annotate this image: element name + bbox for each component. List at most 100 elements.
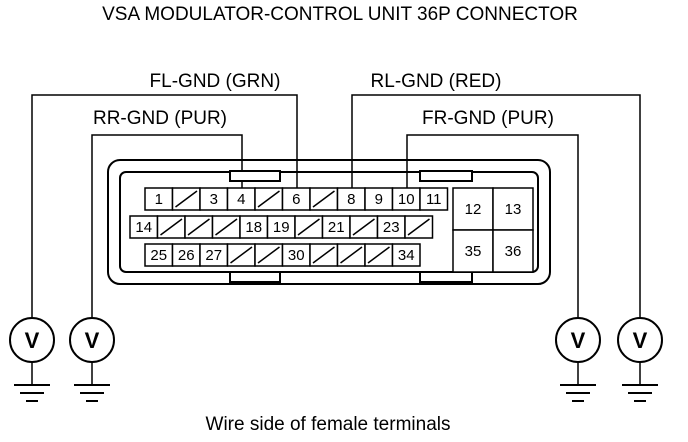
lock-tab-bottom-right [419,271,473,283]
blank-terminal-slash [312,246,335,264]
terminal-number: 3 [210,191,218,208]
blank-terminal-slash [175,190,198,208]
terminal-number: 35 [465,243,482,260]
voltmeter-symbol: V [571,328,586,353]
terminal-27: 27 [199,243,229,267]
terminal-8: 8 [336,187,366,211]
ground-icon [560,384,596,402]
connector-right-block: 12 13 35 36 [452,187,534,273]
terminal-number: 8 [347,191,355,208]
terminal-number: 25 [150,247,167,264]
voltmeter-fr: V [555,317,601,402]
blank-terminal-slash [187,218,210,236]
terminal-empty [211,215,241,239]
terminal-empty [336,243,366,267]
terminal-10: 10 [391,187,421,211]
terminal-empty [349,215,379,239]
blank-terminal-slash [312,190,335,208]
ground-icon [14,384,50,402]
terminal-empty [184,215,214,239]
lock-tab-top-right [419,170,473,182]
lock-tab-bottom-left [229,271,281,283]
terminal-number: 11 [426,191,442,208]
terminal-empty [226,243,256,267]
blank-terminal-slash [257,190,280,208]
voltmeter-fl: V [9,317,55,402]
terminal-number: 1 [155,191,163,208]
terminal-number: 6 [292,191,300,208]
diagram-title: VSA MODULATOR-CONTROL UNIT 36P CONNECTOR [102,4,578,25]
terminal-empty [156,215,186,239]
terminal-empty [309,187,339,211]
blank-terminal-slash [367,246,390,264]
terminal-number: 30 [288,247,305,264]
terminal-25: 25 [144,243,174,267]
voltmeter-symbol: V [25,328,40,353]
connector-row-1: 1 3 4 6 8 9 10 11 [144,187,449,211]
fr-gnd-label: FR-GND (PUR) [422,108,554,129]
terminal-19: 19 [266,215,296,239]
connector-row-2: 14 18 19 21 23 [129,215,434,239]
blank-terminal-slash [352,218,375,236]
terminal-13: 13 [492,187,534,231]
fl-gnd-label: FL-GND (GRN) [150,71,281,92]
rr-gnd-wire [91,134,243,318]
blank-terminal-slash [340,246,363,264]
voltmeter-symbol: V [633,328,648,353]
terminal-empty [254,187,284,211]
probe-wires [31,94,641,318]
terminal-36: 36 [492,229,534,273]
terminal-empty [364,243,394,267]
terminal-empty [171,187,201,211]
terminal-14: 14 [129,215,159,239]
rl-gnd-wire [351,94,641,318]
terminal-number: 21 [328,219,345,236]
terminal-23: 23 [376,215,406,239]
terminal-number: 10 [398,191,415,208]
terminal-number: 13 [505,201,522,218]
terminal-3: 3 [199,187,229,211]
terminal-30: 30 [281,243,311,267]
blank-terminal-slash [160,218,183,236]
terminal-number: 18 [245,219,262,236]
terminal-empty [254,243,284,267]
terminal-empty [294,215,324,239]
terminal-6: 6 [281,187,311,211]
fr-gnd-wire [406,134,579,318]
lock-tab-top-left [229,170,281,182]
rr-gnd-label: RR-GND (PUR) [93,108,227,129]
blank-terminal-slash [407,218,430,236]
terminal-1: 1 [144,187,174,211]
terminal-number: 26 [178,247,195,264]
rl-gnd-label: RL-GND (RED) [371,71,502,92]
terminal-number: 14 [135,219,152,236]
terminal-number: 19 [273,219,290,236]
diagram-caption: Wire side of female terminals [206,414,451,435]
fl-gnd-wire [31,94,298,318]
terminal-35: 35 [452,229,494,273]
blank-terminal-slash [297,218,320,236]
terminal-18: 18 [239,215,269,239]
voltmeter-rr: V [69,317,115,402]
blank-terminal-slash [215,218,238,236]
terminal-4: 4 [226,187,256,211]
terminal-number: 34 [398,247,415,264]
terminal-11: 11 [419,187,449,211]
ground-icon [74,384,110,402]
terminal-9: 9 [364,187,394,211]
blank-terminal-slash [230,246,253,264]
terminal-empty [404,215,434,239]
terminal-number: 9 [375,191,383,208]
housing-outer [107,159,551,285]
terminal-number: 36 [505,243,522,260]
connector-housing [107,159,551,285]
terminal-number: 4 [237,191,245,208]
ground-icon [622,384,658,402]
blank-terminal-slash [257,246,280,264]
voltmeter-rl: V [617,317,663,402]
terminal-12: 12 [452,187,494,231]
terminal-26: 26 [171,243,201,267]
